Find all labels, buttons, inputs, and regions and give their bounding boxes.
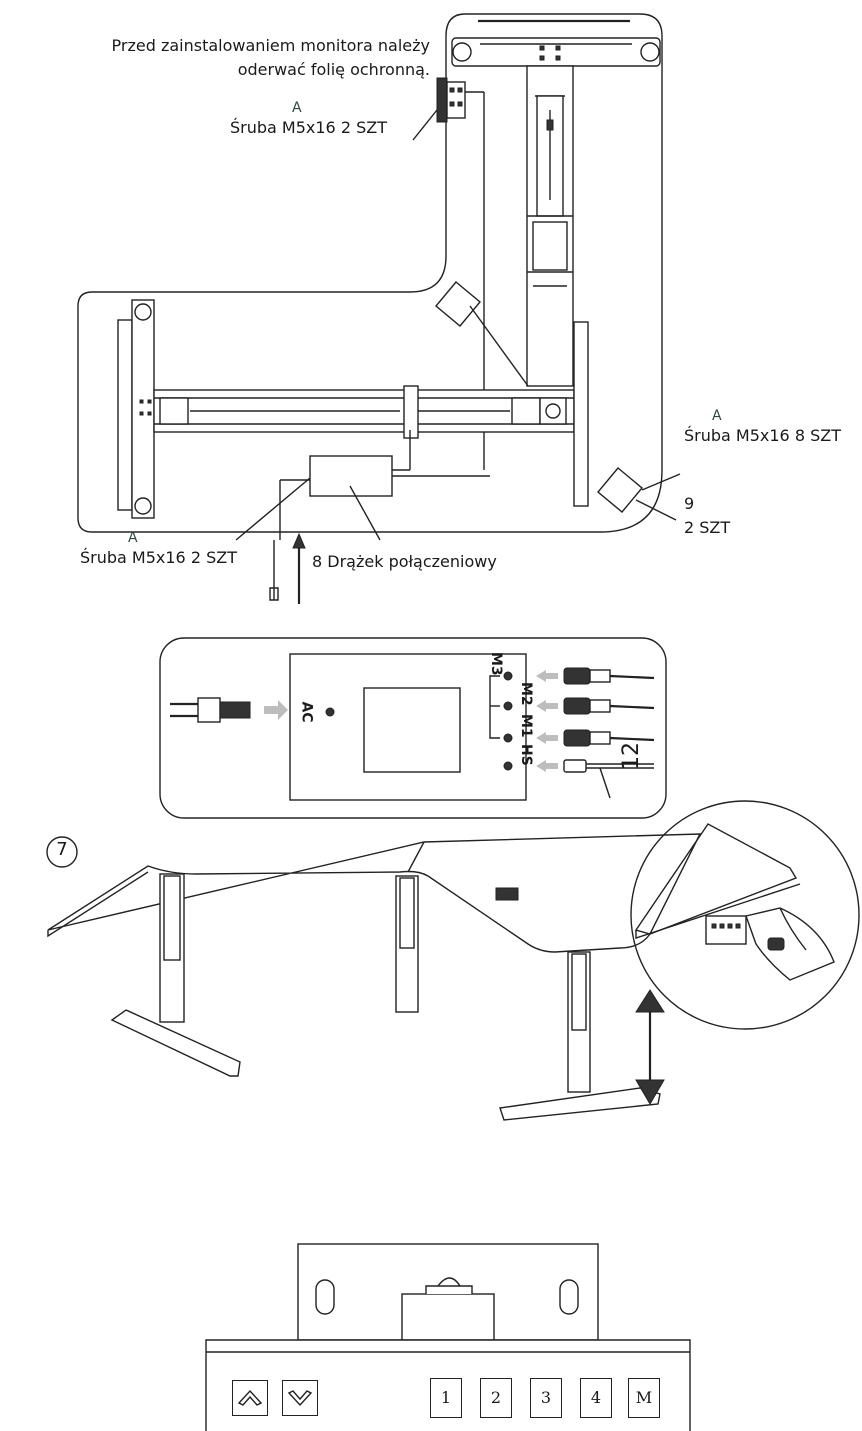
handset-front-view [205,1243,691,1431]
memory-button-1: 1 [430,1378,462,1418]
connector-rod-label: 8 Drążek połączeniowy [312,552,497,571]
hand-operating-detail [630,800,860,1030]
chevron-down-icon [287,1390,313,1407]
screw-label-bottom: Śruba M5x16 2 SZT [80,548,237,567]
screw-label-top: Śruba M5x16 2 SZT [230,118,387,137]
memory-button-3: 3 [530,1378,562,1418]
memory-button-m: M [628,1378,660,1418]
control-box-detail [159,637,667,819]
memory-button-2: 2 [480,1378,512,1418]
chevron-up-icon [237,1389,263,1406]
part-9-number: 9 [684,494,695,513]
cable-number: 12 [619,742,644,770]
screw-letter-top: A [292,100,302,116]
screw-letter-bottom: A [128,530,138,546]
screw-letter-right: A [712,408,722,424]
port-label-hs: HS [518,744,534,766]
handset-down-button [282,1380,318,1416]
port-label-m2: M2 [518,682,534,706]
memory-button-4: 4 [580,1378,612,1418]
port-label-m1: M1 [518,714,534,738]
port-label-m3: M3 [488,652,504,676]
step-number: 7 [56,839,68,860]
desk-underside-view [77,13,681,604]
monitor-note-line2: oderwać folię ochronną. [237,60,430,79]
standing-desk-illustration [46,833,702,1121]
monitor-note-line1: Przed zainstalowaniem monitora należy [111,36,430,55]
part-9-quantity: 2 SZT [684,518,731,537]
handset-up-button [232,1380,268,1416]
screw-label-right: Śruba M5x16 8 SZT [684,426,841,445]
power-port-label: AC [298,701,315,723]
